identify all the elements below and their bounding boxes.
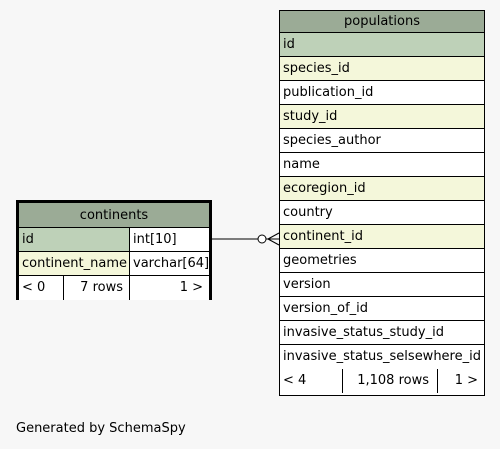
column-row[interactable]: id [280, 33, 484, 57]
column-row[interactable]: continent_id [280, 225, 484, 249]
column-row-id[interactable]: id int[10] [19, 228, 209, 252]
column-row-continent-name[interactable]: continent_name varchar[64] [19, 252, 209, 276]
column-row[interactable]: ecoregion_id [280, 177, 484, 201]
column-row[interactable]: species_id [280, 57, 484, 81]
column-row[interactable]: version [280, 273, 484, 297]
column-row[interactable]: study_id [280, 105, 484, 129]
children-count[interactable]: 1 > [179, 280, 203, 295]
continents-table[interactable]: continents id int[10] continent_name var… [16, 200, 212, 300]
column-type: int[10] [130, 228, 209, 251]
table-footer: < 0 7 rows 1 > [19, 276, 209, 300]
continents-table-title[interactable]: continents [19, 203, 209, 228]
crowfoot-icon [267, 232, 280, 240]
row-count: 7 rows [80, 280, 123, 295]
parents-count[interactable]: < 0 [22, 280, 46, 295]
column-row[interactable]: version_of_id [280, 297, 484, 321]
column-row[interactable]: geometries [280, 249, 484, 273]
column-name: continent_name [22, 256, 127, 271]
column-name: id [19, 228, 129, 251]
column-row[interactable]: invasive_status_study_id [280, 321, 484, 345]
column-row[interactable]: name [280, 153, 484, 177]
zero-marker-icon [257, 234, 267, 244]
table-footer: < 4 1,108 rows 1 > [280, 369, 484, 393]
generated-by-label: Generated by SchemaSpy [16, 421, 186, 436]
column-row[interactable]: publication_id [280, 81, 484, 105]
column-type: varchar[64] [130, 252, 209, 275]
column-row[interactable]: species_author [280, 129, 484, 153]
column-row[interactable]: country [280, 201, 484, 225]
row-count: 1,108 rows [357, 373, 429, 388]
parents-count[interactable]: < 4 [283, 373, 307, 388]
populations-table-title[interactable]: populations [280, 11, 484, 33]
children-count[interactable]: 1 > [454, 373, 478, 388]
column-row[interactable]: invasive_status_selsewhere_id [283, 349, 481, 364]
